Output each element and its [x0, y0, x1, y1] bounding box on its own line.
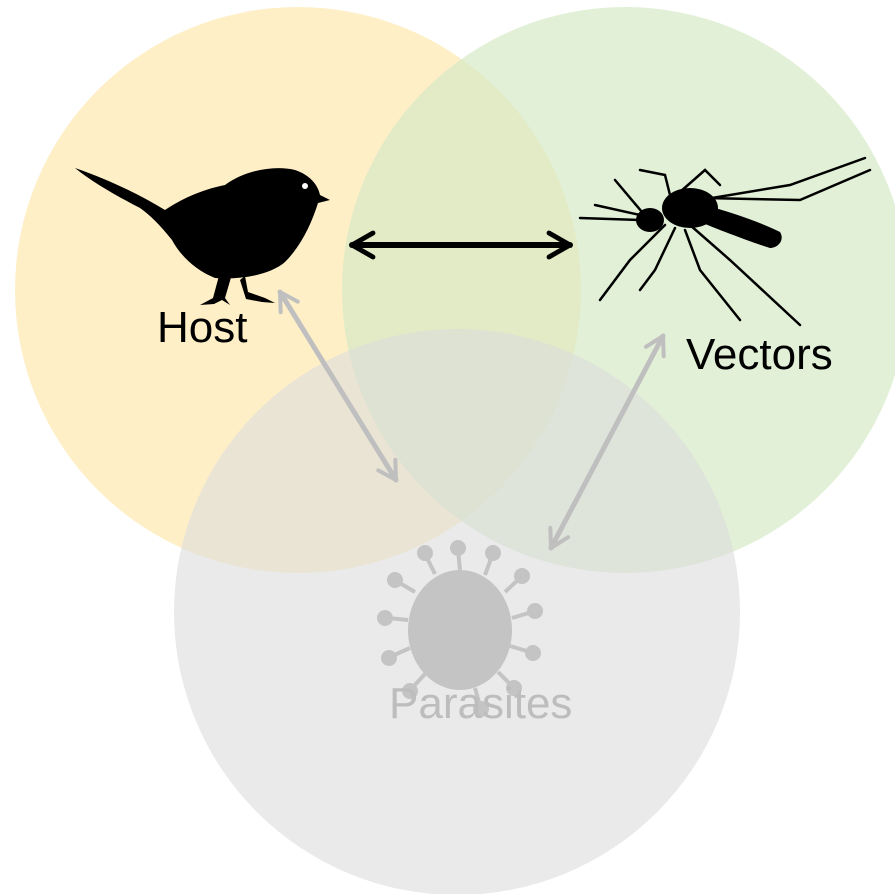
parasites-label: Parasites [389, 679, 572, 728]
vectors-label: Vectors [686, 330, 833, 379]
host-label: Host [157, 303, 247, 352]
